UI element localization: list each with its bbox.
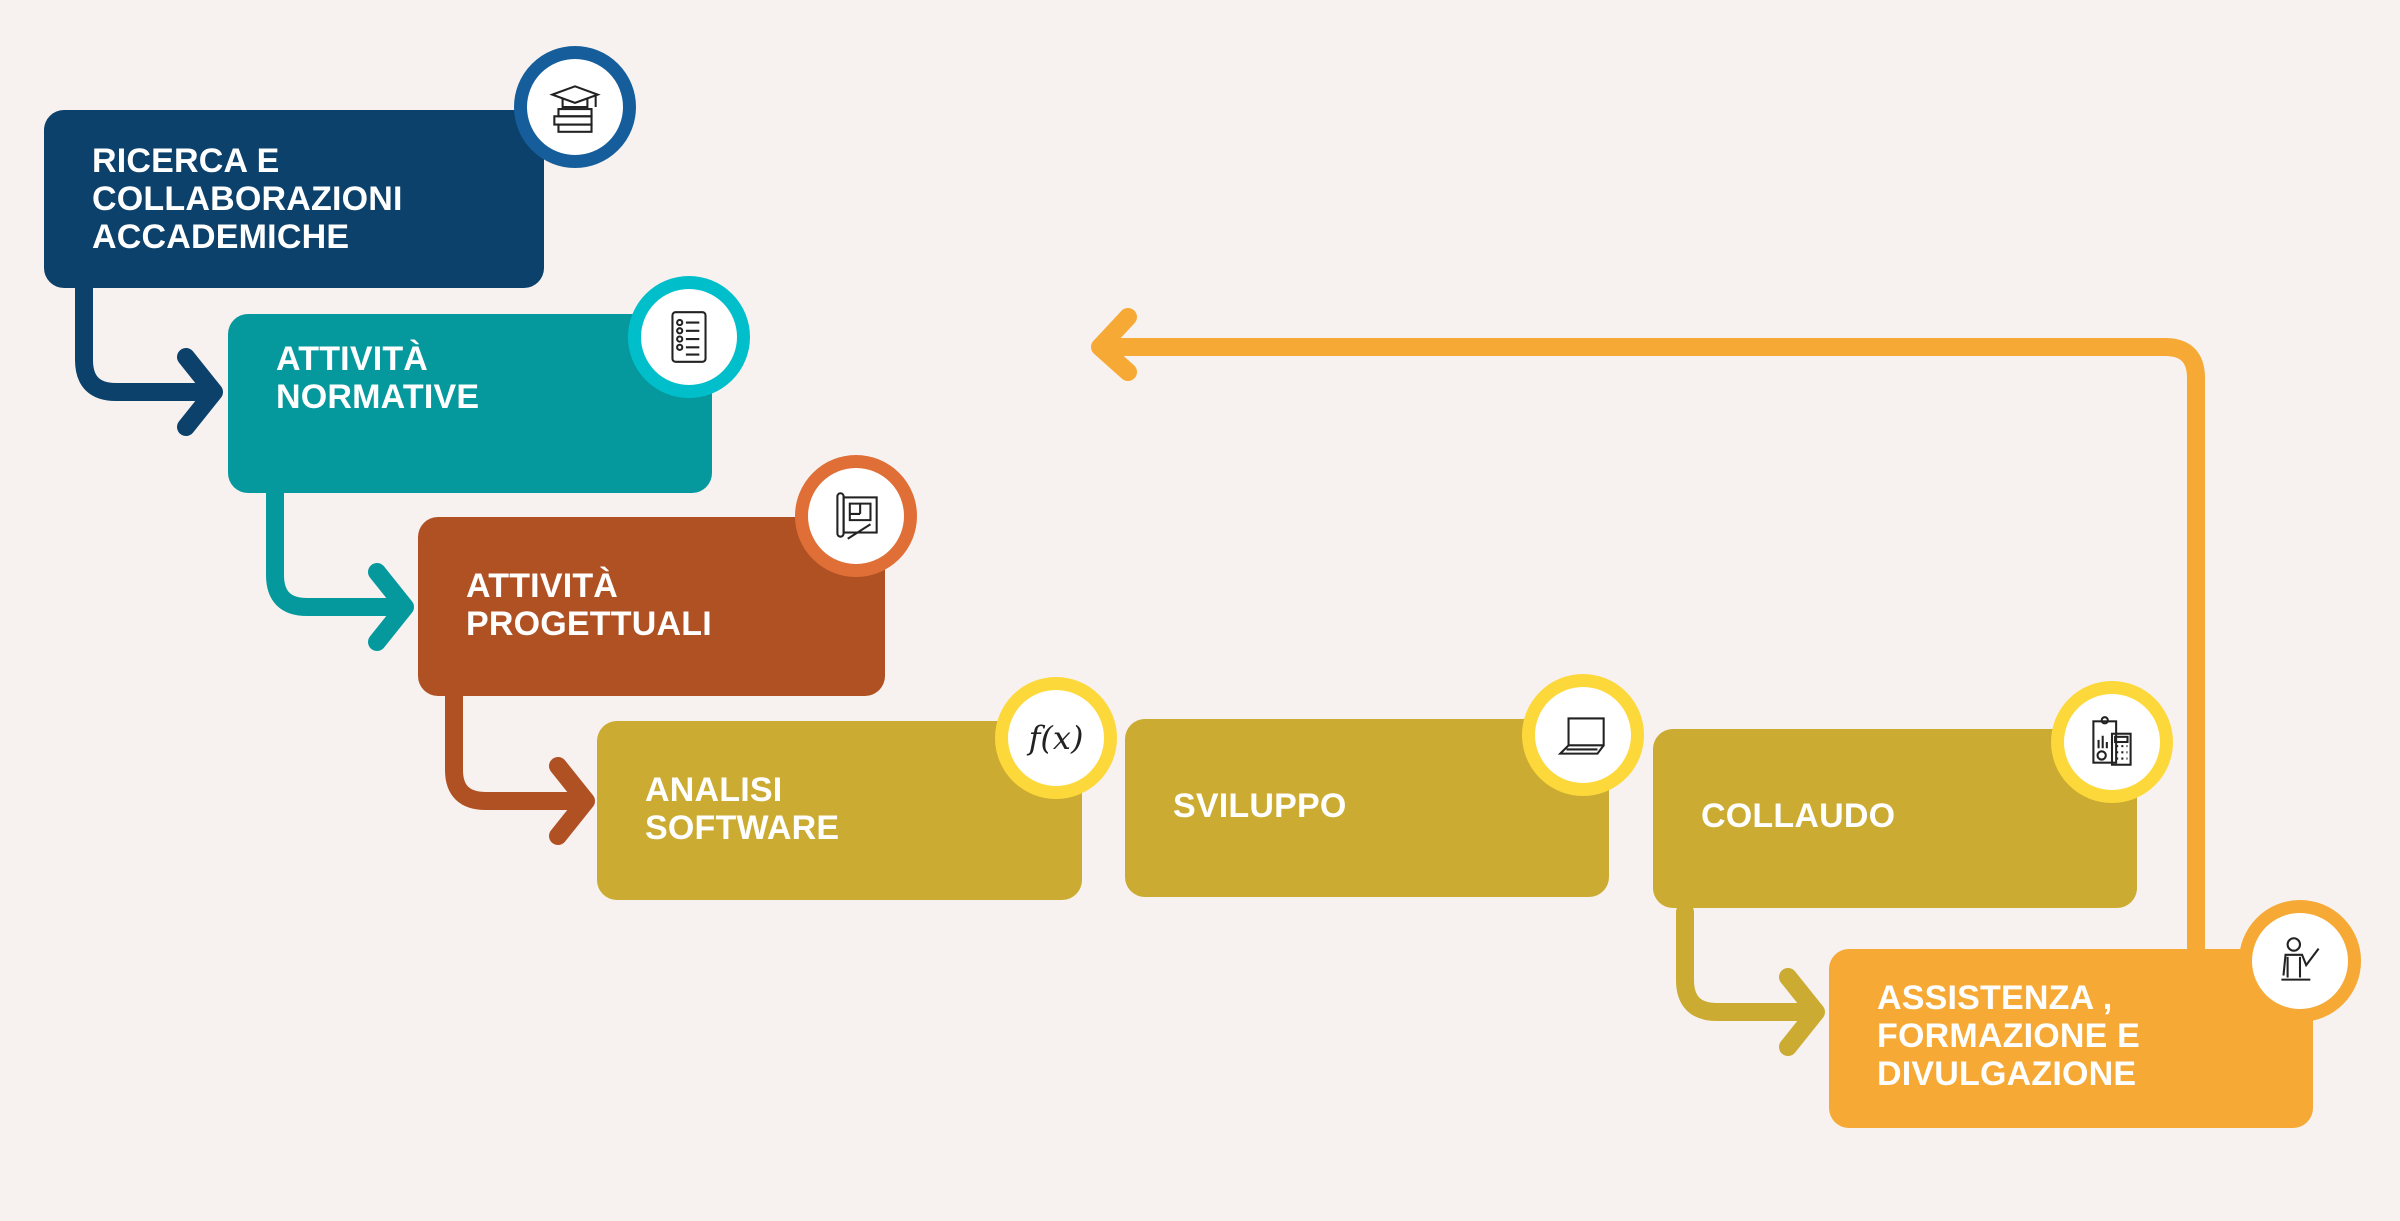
connector-return-arrow [1091,308,2205,958]
step-analisi-software: ANALISI SOFTWARE [597,721,1082,900]
connector-progettuali-analisi [445,687,595,845]
step-ricerca: RICERCA E COLLABORAZIONI ACCADEMICHE [44,110,544,288]
teacher-icon [2239,900,2361,1022]
clipboard-calculator-icon [2051,681,2173,803]
function-icon: f(x) [995,677,1117,799]
step-label: ANALISI SOFTWARE [645,771,840,847]
connector-normative-progettuali [266,484,414,651]
step-label: RICERCA E COLLABORAZIONI ACCADEMICHE [92,142,403,256]
connector-collaudo-assistenza [1676,903,1825,1056]
graduation-books-icon [514,46,636,168]
step-assistenza: ASSISTENZA , FORMAZIONE E DIVULGAZIONE [1829,949,2313,1128]
step-label: ATTIVITÀ PROGETTUALI [466,567,712,643]
step-progettuali: ATTIVITÀ PROGETTUALI [418,517,885,696]
checklist-icon [628,276,750,398]
connector-ricerca-normative [75,279,223,436]
blueprint-icon [795,455,917,577]
step-label: COLLAUDO [1701,797,1896,835]
function-icon-text: f(x) [1028,719,1084,757]
step-label: ASSISTENZA , FORMAZIONE E DIVULGAZIONE [1877,979,2141,1093]
step-label: ATTIVITÀ NORMATIVE [276,340,480,416]
laptop-icon [1522,674,1644,796]
step-label: SVILUPPO [1173,787,1347,825]
